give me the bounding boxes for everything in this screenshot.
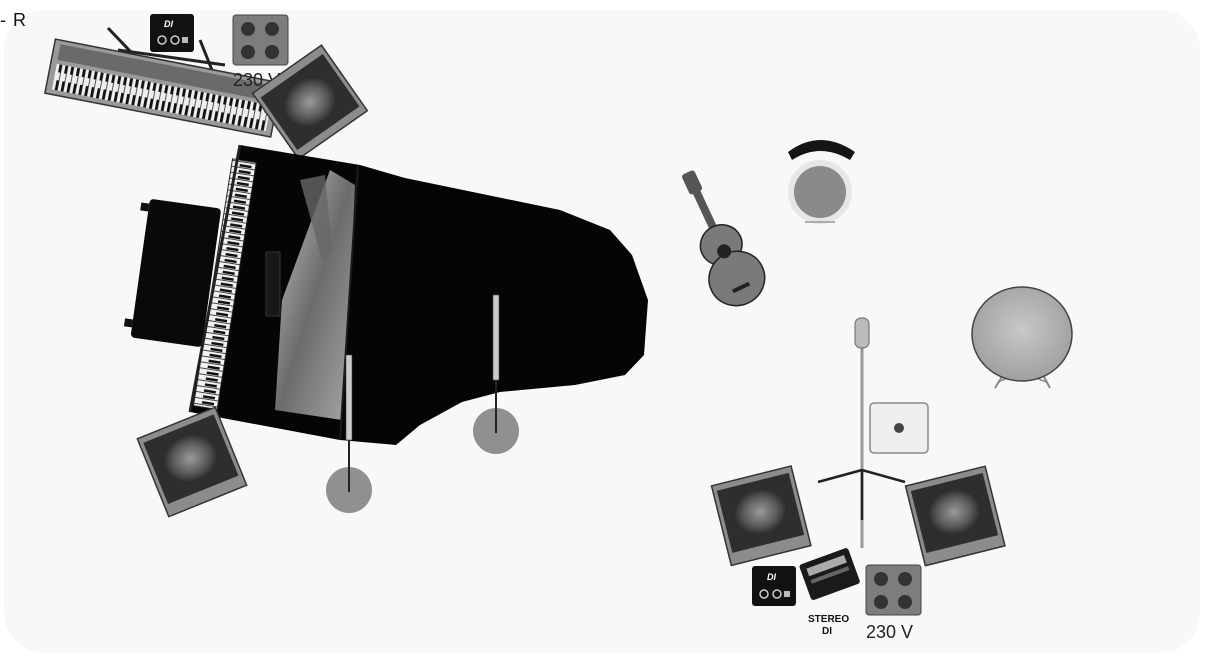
side-table xyxy=(972,287,1072,388)
svg-text:DI: DI xyxy=(164,19,173,29)
bar-stool xyxy=(788,140,855,224)
stereo-di-box: STEREO DI xyxy=(799,547,861,637)
acoustic-guitar xyxy=(662,161,774,315)
svg-text:STEREO: STEREO xyxy=(808,614,849,625)
right-power-outlet: 230 V xyxy=(866,565,921,642)
vocal-wedge-monitor-right xyxy=(906,466,1005,565)
piano-wedge-monitor xyxy=(137,407,246,516)
left-di-box: DI xyxy=(150,14,194,52)
vocal-wedge-monitor-left xyxy=(712,466,811,565)
svg-text:230 V: 230 V xyxy=(866,622,913,642)
right-di-box: DI xyxy=(752,566,796,606)
tablet xyxy=(870,403,928,453)
grand-piano xyxy=(190,145,648,445)
svg-text:DI: DI xyxy=(767,572,776,582)
svg-text:DI: DI xyxy=(822,626,832,637)
